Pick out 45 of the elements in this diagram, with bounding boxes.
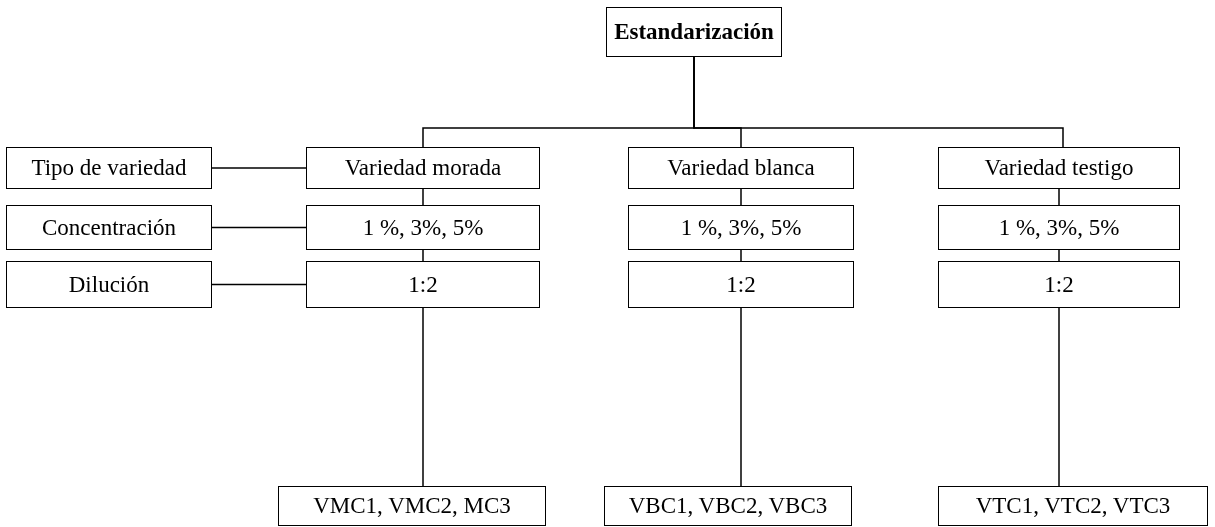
- connector-line: [422, 249, 424, 262]
- connector-line: [422, 307, 424, 487]
- process-box: [628, 261, 854, 308]
- connector-line: [740, 307, 742, 487]
- connector-line: [740, 188, 742, 206]
- box-label: VBC1, VBC2, VBC3: [628, 493, 828, 519]
- process-box: [606, 7, 782, 57]
- box-label: Tipo de variedad: [31, 155, 187, 181]
- process-box: [938, 486, 1208, 526]
- process-box: [6, 147, 212, 189]
- box-label: 1:2: [726, 271, 756, 298]
- connector-line: [1058, 307, 1060, 487]
- connector-line: [211, 283, 307, 286]
- process-box: [938, 205, 1180, 250]
- box-label: Variedad testigo: [984, 155, 1134, 181]
- connector-line: [422, 188, 424, 206]
- box-label: Dilución: [68, 271, 150, 298]
- process-box: [306, 261, 540, 308]
- connector-line: [1058, 188, 1060, 206]
- process-box: [628, 147, 854, 189]
- process-box: [6, 205, 212, 250]
- process-box: [604, 486, 852, 526]
- box-label: 1:2: [1044, 271, 1074, 298]
- process-box: [278, 486, 546, 526]
- process-box: [938, 261, 1180, 308]
- box-label: 1 %, 3%, 5%: [362, 214, 484, 241]
- connector-line: [740, 249, 742, 262]
- connector-line: [1058, 249, 1060, 262]
- process-box: [306, 205, 540, 250]
- connector-line: [211, 167, 307, 169]
- box-label: Estandarización: [614, 19, 774, 45]
- process-box: [938, 147, 1180, 189]
- box-label: VTC1, VTC2, VTC3: [975, 493, 1171, 519]
- process-box: [628, 205, 854, 250]
- connector-line: [211, 226, 307, 229]
- process-box: [6, 261, 212, 308]
- box-label: Concentración: [41, 214, 177, 241]
- box-label: VMC1, VMC2, MC3: [313, 493, 511, 519]
- connector-line: [693, 56, 1064, 148]
- box-label: Variedad blanca: [667, 155, 815, 181]
- box-label: Variedad morada: [344, 155, 502, 181]
- box-label: 1:2: [408, 271, 438, 298]
- process-box: [306, 147, 540, 189]
- box-label: 1 %, 3%, 5%: [998, 214, 1120, 241]
- box-label: 1 %, 3%, 5%: [680, 214, 802, 241]
